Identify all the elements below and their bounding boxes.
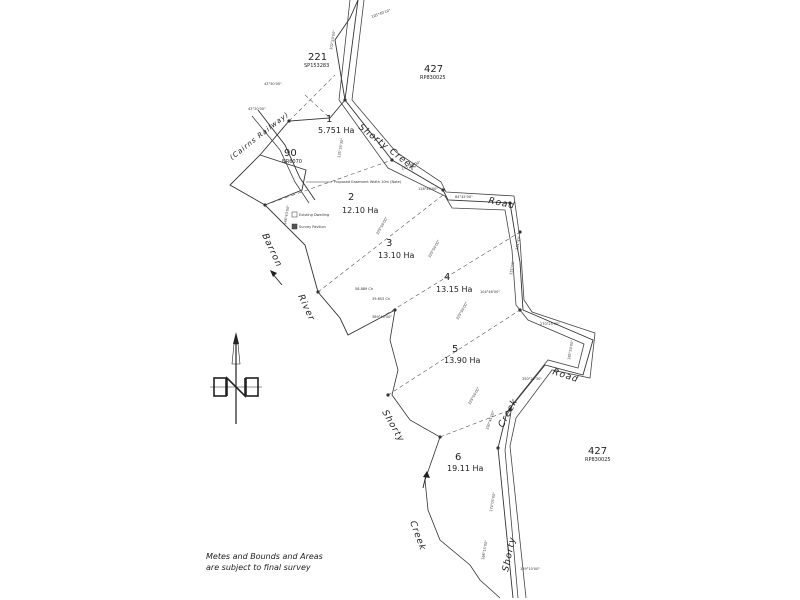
lot-line-1-2 bbox=[264, 159, 393, 206]
lot-6-number: 6 bbox=[455, 452, 461, 463]
lot-line-2-3 bbox=[317, 194, 444, 293]
existing-dwelling-label: Existing Dwelling bbox=[299, 213, 329, 217]
road-edge-inner bbox=[351, 0, 596, 599]
svg-text:135°35'30": 135°35'30" bbox=[337, 137, 344, 158]
svg-text:174°05'00": 174°05'00" bbox=[489, 491, 496, 512]
survey-note-line1: Metes and Bounds and Areas bbox=[206, 552, 323, 561]
flow-arrow-icon bbox=[270, 270, 283, 286]
easement-callout: Proposed Easement Width 10m (Note) bbox=[306, 180, 402, 184]
survey-pavilion-label: Survey Pavilion bbox=[299, 225, 326, 229]
svg-text:43°50'00": 43°50'00" bbox=[264, 82, 282, 86]
lot-3-area: 13.10 Ha bbox=[378, 251, 414, 260]
svg-text:166°15'00": 166°15'00" bbox=[481, 539, 488, 560]
railway-line bbox=[257, 109, 316, 201]
svg-text:329°00'00": 329°00'00" bbox=[467, 386, 481, 406]
svg-text:329°00'00": 329°00'00" bbox=[427, 239, 441, 259]
svg-text:329°00'00": 329°00'00" bbox=[455, 301, 469, 321]
road-shorty-lower-label: Shorty bbox=[501, 536, 518, 573]
outer-boundary bbox=[344, 0, 594, 599]
parcel-427-bottom-number: 427 bbox=[588, 446, 607, 457]
lot-line-1-railway bbox=[304, 94, 331, 119]
lot-1-number: 1 bbox=[326, 114, 332, 125]
lot-5-area: 13.90 Ha bbox=[444, 356, 480, 365]
parcel-427-top-plan: RP830025 bbox=[420, 75, 446, 81]
svg-text:270°25'00": 270°25'00" bbox=[540, 322, 560, 326]
parcel-221-number: 221 bbox=[308, 52, 327, 63]
parcel-90-plan: NR6070 bbox=[282, 159, 302, 165]
svg-text:330°45'00": 330°45'00" bbox=[485, 410, 496, 430]
lot-4-area: 13.15 Ha bbox=[436, 285, 472, 294]
parcel-221-plan: SP153283 bbox=[304, 63, 329, 69]
svg-text:43°20'00": 43°20'00" bbox=[248, 107, 266, 111]
lot-line-4-5 bbox=[387, 309, 521, 396]
lot-5-number: 5 bbox=[452, 344, 458, 355]
existing-dwelling-callout: Existing Dwelling bbox=[291, 211, 329, 218]
parcel-427-bottom-plan: RP830025 bbox=[585, 457, 611, 463]
lot-3-number: 3 bbox=[386, 238, 392, 249]
river-barron-label: Barron bbox=[259, 232, 283, 269]
lot-6-area: 19.11 Ha bbox=[447, 464, 483, 473]
svg-text:139°10'00": 139°10'00" bbox=[520, 567, 540, 571]
railway-line-2 bbox=[251, 115, 310, 204]
svg-text:351°40': 351°40' bbox=[515, 236, 521, 250]
svg-text:329°00'00": 329°00'00" bbox=[375, 216, 389, 236]
flow-arrow-icon bbox=[422, 471, 430, 489]
svg-text:105°49'10": 105°49'10" bbox=[371, 8, 391, 19]
svg-text:389°40'00": 389°40'00" bbox=[372, 315, 392, 319]
parcel-90-number: 90 bbox=[284, 148, 297, 159]
svg-text:185°50'00": 185°50'00" bbox=[567, 339, 574, 360]
svg-text:146°43'00": 146°43'00" bbox=[283, 204, 290, 225]
lot-2-area: 12.10 Ha bbox=[342, 206, 378, 215]
road-edge-outer bbox=[338, 0, 585, 599]
svg-text:128°40'00": 128°40'00" bbox=[418, 187, 438, 191]
survey-note-line2: are subject to final survey bbox=[206, 563, 311, 572]
bearing-annotations: 105°49'10" 102°20'00" 43°50'00" 43°20'00… bbox=[248, 8, 575, 571]
lot-line-1-north bbox=[288, 74, 336, 122]
lot-1-area: 5.751 Ha bbox=[318, 126, 354, 135]
svg-text:104°46'00": 104°46'00" bbox=[480, 290, 500, 294]
svg-text:84°45'00": 84°45'00" bbox=[455, 195, 473, 199]
svg-text:39.653 Ch: 39.653 Ch bbox=[372, 297, 390, 301]
svg-text:102°20'00": 102°20'00" bbox=[329, 29, 336, 50]
easement-label: Proposed Easement Width 10m (Note) bbox=[334, 180, 402, 184]
west-boundary bbox=[229, 99, 396, 336]
railway-label: (Cairns Railway) bbox=[228, 110, 290, 161]
river-river-label: River bbox=[295, 293, 316, 323]
lot-line-5-6 bbox=[439, 409, 511, 438]
survey-markers bbox=[263, 98, 522, 450]
svg-text:350°21'30": 350°21'30" bbox=[522, 377, 542, 381]
svg-text:355°00': 355°00' bbox=[509, 261, 515, 275]
road-label-east: Road bbox=[551, 367, 580, 385]
lot90-boundary bbox=[259, 154, 307, 206]
lot-line-3-4 bbox=[379, 231, 521, 319]
lot-4-number: 4 bbox=[444, 272, 450, 283]
creek-shorty-label: Shorty bbox=[379, 409, 405, 445]
survey-pavilion-callout: Survey Pavilion bbox=[291, 223, 326, 230]
north-boundary bbox=[334, 0, 359, 101]
north-arrow-icon bbox=[210, 332, 262, 424]
svg-text:115°45'00": 115°45'00" bbox=[401, 160, 421, 171]
creek-line bbox=[389, 309, 501, 599]
parcel-427-top-number: 427 bbox=[424, 64, 443, 75]
svg-text:58.889 Ch: 58.889 Ch bbox=[355, 287, 373, 291]
creek-creek-label: Creek bbox=[407, 520, 427, 553]
lot-2-number: 2 bbox=[348, 192, 354, 203]
